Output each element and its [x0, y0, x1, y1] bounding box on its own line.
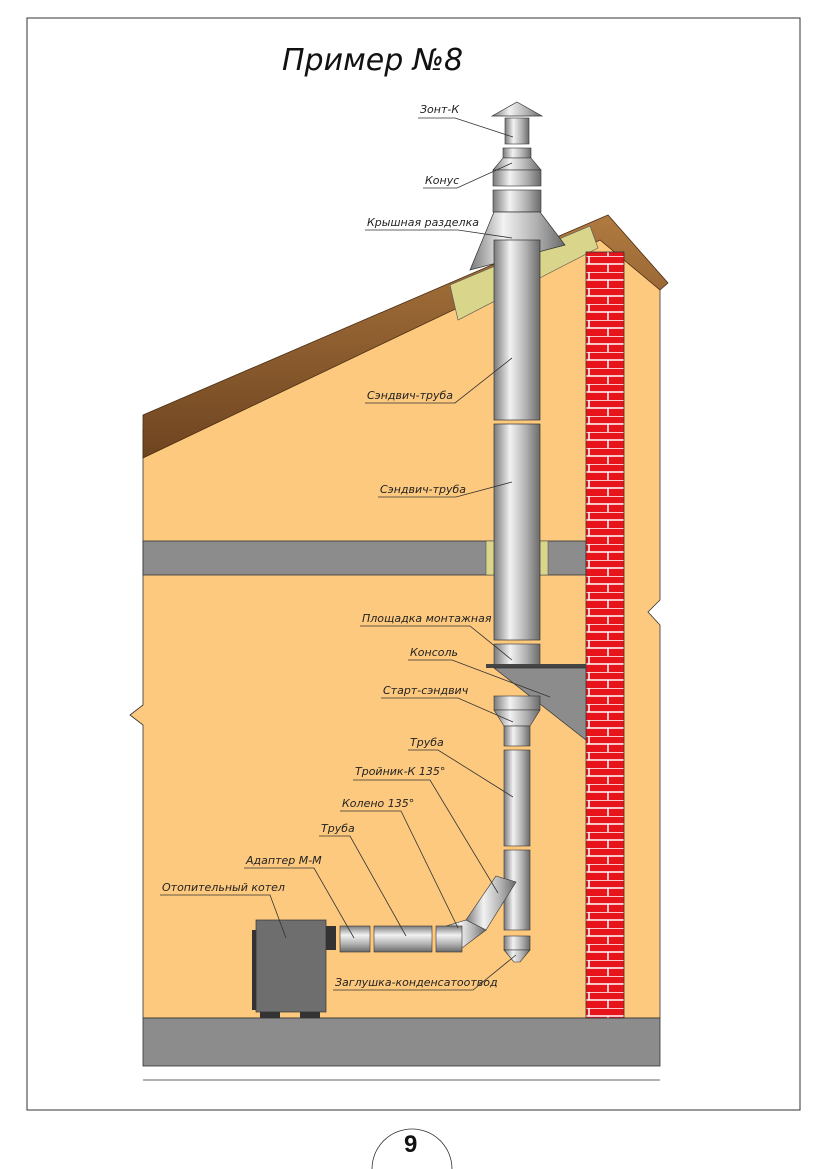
brick-wall — [585, 251, 625, 1019]
label-umbrella: Зонт-К — [420, 103, 460, 116]
floor-slab — [142, 1017, 661, 1067]
roof-rafter — [142, 214, 669, 459]
start-sandwich — [493, 695, 541, 711]
label-console: Консоль — [410, 646, 458, 659]
umbrella-k — [490, 101, 544, 117]
label-cone: Конус — [425, 174, 459, 187]
label-roof-cutting: Крышная разделка — [367, 216, 479, 229]
label-start-sandwich: Старт-сэндвич — [383, 684, 469, 697]
label-pipe-horizontal: Труба — [321, 822, 355, 835]
condensate-plug — [503, 935, 531, 951]
label-mounting-platform: Площадка монтажная — [362, 612, 492, 625]
label-condensate-plug: Заглушка-конденсатоотвод — [335, 976, 498, 989]
label-sandwich-pipe-1: Сэндвич-труба — [367, 389, 453, 402]
page-number: 9 — [404, 1131, 417, 1158]
pipe-vertical — [503, 749, 531, 847]
label-sandwich-pipe-2: Сэндвич-труба — [380, 483, 466, 496]
chimney-pipe — [339, 101, 587, 963]
sandwich-pipe-upper — [493, 239, 541, 421]
label-adapter: Адаптер М-М — [245, 854, 322, 867]
label-pipe-vertical: Труба — [410, 736, 444, 749]
boiler — [252, 919, 336, 1018]
label-boiler: Отопительный котел — [162, 881, 285, 894]
cone — [502, 147, 532, 159]
page-title: Пример №8 — [282, 43, 463, 78]
labels: Зонт-К Конус Крышная разделка Сэндвич-тр… — [160, 103, 551, 991]
mounting-platform — [486, 664, 586, 668]
mounting-platform-collar — [493, 643, 541, 667]
sandwich-pipe-lower — [493, 423, 541, 641]
adapter-m-m — [339, 925, 371, 953]
label-elbow: Колено 135° — [342, 797, 414, 810]
label-tee: Тройник-К 135° — [355, 765, 445, 778]
page-frame — [26, 17, 801, 1111]
page-number-badge — [371, 1128, 453, 1169]
